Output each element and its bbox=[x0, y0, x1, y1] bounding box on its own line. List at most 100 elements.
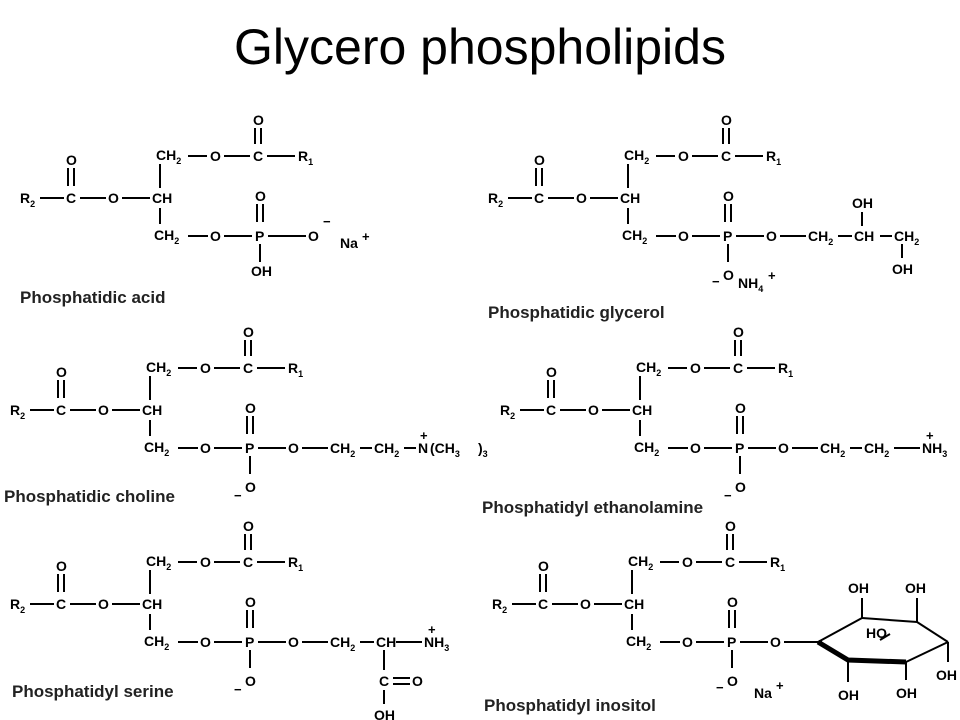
ester-oxygen-top: O bbox=[200, 360, 211, 376]
ethanolamine-ch2-second-subscript: 2 bbox=[884, 449, 889, 459]
positive-charge: + bbox=[768, 268, 776, 283]
r2-group-symbol: R bbox=[492, 596, 502, 612]
r1-group: R1 bbox=[288, 554, 303, 573]
phosphoryl-oxygen-symbol: O bbox=[723, 188, 734, 204]
phosphorus: P bbox=[723, 228, 732, 244]
phosphorus: P bbox=[255, 228, 264, 244]
glycerol-ch2-terminal-subscript: 2 bbox=[914, 237, 919, 247]
carbonyl-carbon-left-symbol: C bbox=[56, 402, 66, 418]
phosphate-oxygen-anion: O bbox=[245, 479, 256, 495]
phosphate-oxygen-anion-symbol: O bbox=[735, 479, 746, 495]
ch2-top-symbol: CH bbox=[146, 553, 166, 569]
sodium-counterion-symbol: Na bbox=[340, 235, 358, 251]
serine-oxygen: O bbox=[288, 634, 299, 650]
carbonyl-oxygen-left-symbol: O bbox=[56, 364, 67, 380]
ch2-top: CH2 bbox=[146, 553, 171, 572]
serine-alpha-carbon-symbol: CH bbox=[376, 634, 396, 650]
r2-group: R2 bbox=[10, 402, 25, 421]
ester-oxygen-top: O bbox=[200, 554, 211, 570]
ester-oxygen-left: O bbox=[108, 190, 119, 206]
phosphate-oxygen-anion-symbol: O bbox=[245, 673, 256, 689]
negative-charge: − bbox=[234, 488, 242, 503]
phosphate-ester-oxygen: O bbox=[200, 634, 211, 650]
r2-group-symbol: R bbox=[10, 596, 20, 612]
ch2-bottom: CH2 bbox=[626, 633, 651, 652]
ch-center: CH bbox=[142, 596, 162, 612]
carbonyl-carbon-top-symbol: C bbox=[243, 554, 253, 570]
phosphate-ester-oxygen: O bbox=[210, 228, 221, 244]
carbonyl-oxygen-top: O bbox=[243, 518, 254, 534]
positive-charge: + bbox=[420, 428, 428, 443]
ring-hydroxyl-symbol: OH bbox=[848, 580, 869, 596]
glycerol-ch2: CH2 bbox=[808, 228, 833, 247]
ch2-top-symbol: CH bbox=[636, 359, 656, 375]
carbonyl-oxygen-top-symbol: O bbox=[725, 518, 736, 534]
ch-center: CH bbox=[632, 402, 652, 418]
phosphorus-symbol: P bbox=[735, 440, 744, 456]
serine-ch2: CH2 bbox=[330, 634, 355, 653]
phosphate-ester-oxygen: O bbox=[690, 440, 701, 456]
ring-hydroxyl-symbol: OH bbox=[905, 580, 926, 596]
carboxyl-oxygen-symbol: O bbox=[412, 673, 423, 689]
ester-oxygen-left-symbol: O bbox=[98, 596, 109, 612]
phosphoryl-oxygen-symbol: O bbox=[245, 400, 256, 416]
phosphate-oxygen-anion-symbol: O bbox=[245, 479, 256, 495]
r2-group-subscript: 2 bbox=[502, 605, 507, 615]
ammonium-group-subscript: 3 bbox=[942, 449, 947, 459]
ch2-top-symbol: CH bbox=[624, 147, 644, 163]
glycerol-ch2-subscript: 2 bbox=[828, 237, 833, 247]
ammonium-counterion-symbol: NH bbox=[738, 275, 758, 291]
choline-ch2-second-symbol: CH bbox=[374, 440, 394, 456]
negative-charge: − bbox=[724, 488, 732, 503]
ch2-bottom: CH2 bbox=[622, 227, 647, 246]
molecule-caption: Phosphatidic glycerol bbox=[488, 303, 665, 322]
ethanolamine-ch2-first-subscript: 2 bbox=[840, 449, 845, 459]
r1-group: R1 bbox=[770, 554, 785, 573]
inositol-link-oxygen-symbol: O bbox=[770, 634, 781, 650]
ch2-bottom: CH2 bbox=[154, 227, 179, 246]
carbonyl-carbon-top: C bbox=[733, 360, 743, 376]
ring-hydroxyl-symbol: HO bbox=[866, 625, 887, 641]
phosphorus-symbol: P bbox=[245, 634, 254, 650]
ring-hydroxyl: OH bbox=[838, 687, 859, 703]
r2-group-subscript: 2 bbox=[510, 411, 515, 421]
ch-center: CH bbox=[142, 402, 162, 418]
carbonyl-carbon-left: C bbox=[56, 596, 66, 612]
choline-ch2-second: CH2 bbox=[374, 440, 399, 459]
ammonium-counterion-subscript: 4 bbox=[758, 284, 763, 294]
carbonyl-oxygen-left: O bbox=[56, 558, 67, 574]
ethanolamine-ch2-first: CH2 bbox=[820, 440, 845, 459]
r2-group: R2 bbox=[492, 596, 507, 615]
ammonium-group-symbol: NH bbox=[922, 440, 942, 456]
ammonium-counterion: NH4 bbox=[738, 275, 763, 294]
r1-group-symbol: R bbox=[288, 554, 298, 570]
serine-ch2-subscript: 2 bbox=[350, 643, 355, 653]
phosphate-oxygen-anion: O bbox=[735, 479, 746, 495]
carbonyl-oxygen-left-symbol: O bbox=[546, 364, 557, 380]
ester-oxygen-left: O bbox=[98, 402, 109, 418]
negative-charge: − bbox=[716, 680, 724, 695]
carbonyl-oxygen-left: O bbox=[538, 558, 549, 574]
r2-group-symbol: R bbox=[20, 190, 30, 206]
choline-ch2-first: CH2 bbox=[330, 440, 355, 459]
carbonyl-oxygen-left: O bbox=[546, 364, 557, 380]
ammonium-group-subscript: 3 bbox=[444, 643, 449, 653]
ester-oxygen-top-symbol: O bbox=[678, 148, 689, 164]
sodium-counterion-symbol: Na bbox=[754, 685, 772, 701]
carboxyl-carbon-symbol: C bbox=[379, 673, 389, 689]
phosphate-oxygen-anion: O bbox=[723, 267, 734, 283]
phosphoryl-oxygen: O bbox=[723, 188, 734, 204]
ester-oxygen-left-symbol: O bbox=[588, 402, 599, 418]
carbonyl-carbon-left: C bbox=[546, 402, 556, 418]
ch2-top: CH2 bbox=[156, 147, 181, 166]
carbonyl-oxygen-left: O bbox=[534, 152, 545, 168]
glycerol-terminal-hydroxyl-symbol: OH bbox=[892, 261, 913, 277]
r1-group-subscript: 1 bbox=[298, 369, 303, 379]
phosphoryl-oxygen: O bbox=[245, 594, 256, 610]
ester-oxygen-left-symbol: O bbox=[576, 190, 587, 206]
